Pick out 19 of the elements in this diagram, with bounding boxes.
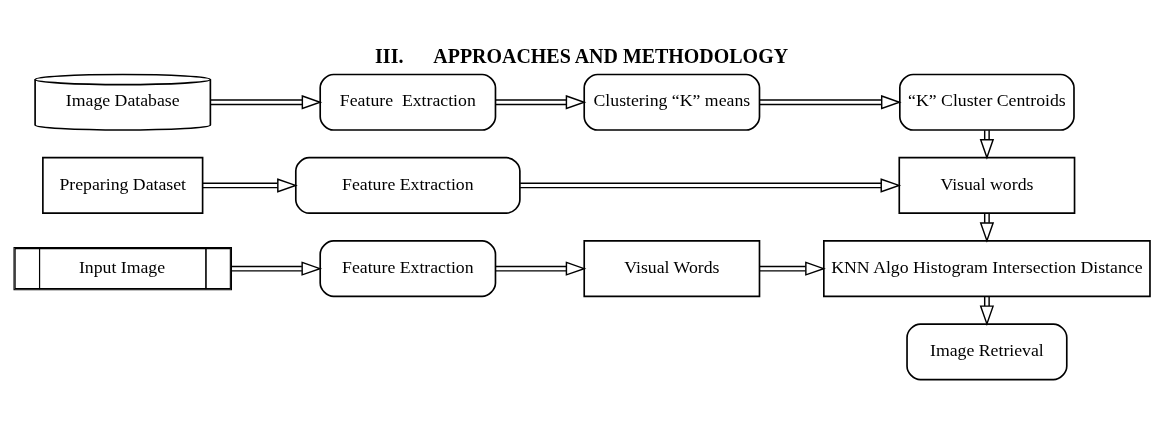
node-box: Visual Words: [583, 239, 761, 297]
diagram-title: III. APPROACHES AND METHODOLOGY: [375, 44, 789, 67]
arrow: [209, 94, 323, 109]
node-box: Visual words: [898, 156, 1076, 214]
node-box: Image Retrieval: [906, 322, 1068, 380]
node-box: Preparing Dataset: [42, 156, 204, 214]
arrow: [758, 94, 902, 109]
arrow: [230, 260, 323, 276]
arrow: [758, 260, 826, 276]
arrow: [495, 94, 587, 109]
arrow: [495, 260, 587, 276]
node-box: KNN Algo Histogram Intersection Distance: [823, 239, 1151, 297]
node-box: Feature Extraction: [294, 156, 521, 214]
node-box: “K” Cluster Centroids: [899, 73, 1075, 131]
arrow: [519, 177, 902, 193]
node-box: Feature Extraction: [319, 239, 497, 297]
node-box: Clustering “K” means: [583, 73, 761, 131]
node-box: Feature Extraction: [319, 73, 497, 131]
arrow: [201, 177, 298, 193]
